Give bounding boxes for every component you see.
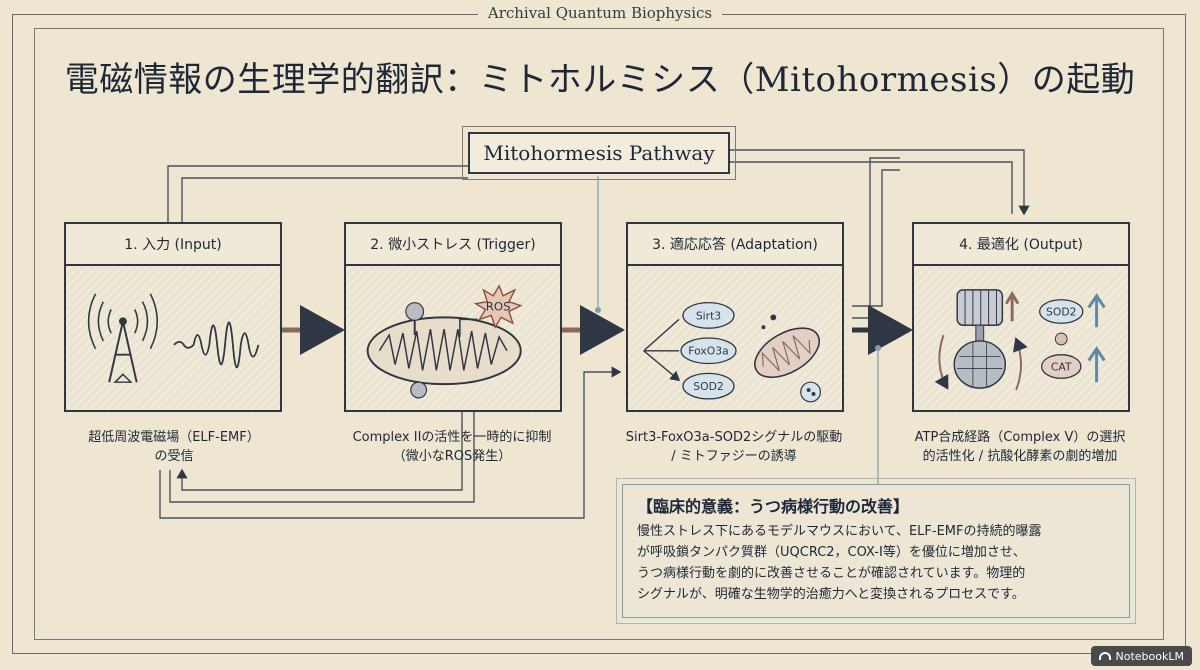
card-title: 3. 適応応答 (Adaptation) — [628, 224, 842, 266]
node-label: SOD2 — [693, 380, 724, 393]
card-caption-output: ATP合成経路（Complex V）の選択 的活性化 / 抗酸化酵素の劇的増加 — [900, 428, 1140, 466]
node-foxo3a — [680, 337, 737, 365]
caption-line: ATP合成経路（Complex V）の選択 — [914, 430, 1126, 445]
atp-synthase-icon: SOD2 CAT — [934, 289, 1106, 391]
card-caption-trigger: Complex IIの活性を一時的に抑制 （微小なROS発生） — [332, 428, 572, 466]
card-title: 4. 最適化 (Output) — [914, 224, 1128, 266]
mitochondrion-icon: ROS — [366, 284, 523, 399]
clinical-text: 慢性ストレス下にあるモデルマウスにおいて、ELF-EMFの持続的曝露 が呼吸鎖タ… — [637, 521, 1115, 605]
enzyme-label: CAT — [1051, 360, 1072, 373]
inner-frame — [34, 28, 1164, 640]
signaling-pathway-diagram: Sirt3 FoxO3a SOD2 — [643, 302, 821, 403]
ros-label: ROS — [486, 300, 511, 314]
caption-line: Complex IIの活性を一時的に抑制 — [352, 430, 552, 445]
page-title: 電磁情報の生理学的翻訳：ミトホルミシス（Mitohormesis）の起動 — [64, 60, 1136, 100]
node-sirt3 — [682, 302, 735, 329]
caption-line: Sirt3-FoxO3a-SOD2シグナルの駆動 — [625, 430, 843, 445]
clinical-line: シグナルが、明確な生物学的治癒力へと変換されるプロセスです。 — [637, 587, 1025, 602]
clinical-line: うつ病様行動を劇的に改善させることが確認されています。物理的 — [637, 566, 1026, 581]
clinical-line: 慢性ストレス下にあるモデルマウスにおいて、ELF-EMFの持続的曝露 — [637, 524, 1042, 539]
card-illustration: SOD2 CAT — [914, 266, 1128, 410]
node-label: FoxO3a — [688, 345, 728, 358]
caption-line: / ミトファジーの誘導 — [671, 449, 797, 464]
card-trigger: 2. 微小ストレス (Trigger) ROS — [344, 222, 562, 412]
caption-line: 的活性化 / 抗酸化酵素の劇的増加 — [922, 449, 1118, 464]
antenna-wave-icon — [87, 293, 260, 383]
badge-label: NotebookLM — [1115, 649, 1184, 663]
caption-line: （微小なROS発生） — [392, 449, 512, 464]
card-input: 1. 入力 (Input) — [64, 222, 282, 412]
node-label: Sirt3 — [696, 309, 721, 322]
card-illustration — [66, 266, 280, 410]
pathway-title-box: Mitohormesis Pathway — [462, 126, 736, 180]
card-illustration: Sirt3 FoxO3a SOD2 — [628, 266, 842, 410]
card-caption-adaptation: Sirt3-FoxO3a-SOD2シグナルの駆動 / ミトファジーの誘導 — [614, 428, 854, 466]
caption-line: 超低周波電磁場（ELF-EMF） — [88, 430, 260, 445]
notebooklm-icon — [1098, 652, 1111, 660]
card-caption-input: 超低周波電磁場（ELF-EMF） の受信 — [54, 428, 294, 466]
enzyme-label: SOD2 — [1046, 305, 1077, 318]
card-adaptation: 3. 適応応答 (Adaptation) Sirt3 FoxO3a SOD2 — [626, 222, 844, 412]
pathway-label: Mitohormesis Pathway — [483, 141, 715, 165]
card-illustration: ROS — [346, 266, 560, 410]
clinical-title: 【臨床的意義：うつ病様行動の改善】 — [637, 497, 910, 516]
card-output: 4. 最適化 (Output) SOD2 CAT — [912, 222, 1130, 412]
clinical-line: が呼吸鎖タンパク質群（UQCRC2，COX-I等）を優位に増加させ、 — [637, 545, 1026, 560]
card-title: 2. 微小ストレス (Trigger) — [346, 224, 560, 266]
node-sod2 — [682, 372, 735, 400]
caption-line: の受信 — [154, 449, 194, 464]
notebooklm-badge[interactable]: NotebookLM — [1090, 646, 1192, 666]
clinical-significance-box: 【臨床的意義：うつ病様行動の改善】 慢性ストレス下にあるモデルマウスにおいて、E… — [616, 478, 1136, 624]
card-title: 1. 入力 (Input) — [66, 224, 280, 266]
header-label: Archival Quantum Biophysics — [0, 4, 1200, 22]
